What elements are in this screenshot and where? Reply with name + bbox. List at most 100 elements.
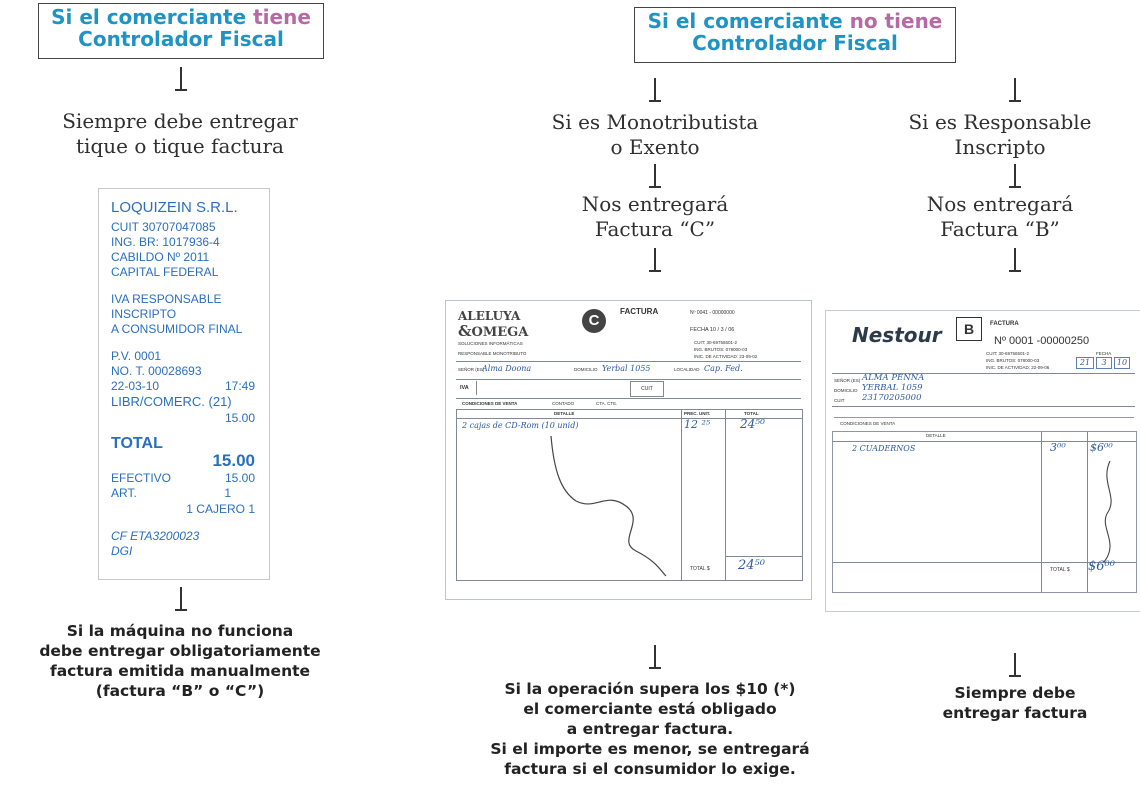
note-operacion-supera: Si la operación supera los $10 (*) el co…	[420, 679, 880, 779]
invc-loc-label: LOCALIDAD	[674, 367, 700, 372]
ticket-city: CAPITAL FEDERAL	[111, 265, 219, 279]
invc-rule-3	[456, 398, 801, 399]
connector-resp-4	[1009, 653, 1021, 677]
invc-unit: 12 ²⁵	[684, 418, 711, 431]
step-resp-l1: Si es Responsable	[908, 110, 1092, 134]
invb-cuit-label: CUIT	[834, 398, 845, 403]
invc-title: FACTURA	[620, 307, 659, 316]
invb-d1: 21	[1076, 357, 1094, 369]
ticket-cuit: CUIT 30707047085	[111, 220, 216, 234]
step-factb-n2: Factura “B”	[940, 217, 1060, 241]
ticket-amount: 15.00	[224, 411, 255, 425]
box-no-tiene-controlador: Si el comerciante no tiene Controlador F…	[634, 7, 956, 63]
connector-left-1	[175, 67, 187, 91]
invb-rule-1	[832, 373, 1135, 374]
invb-letter-badge: B	[956, 317, 982, 341]
note-maquina-l2: debe entregar obligatoriamente	[39, 642, 321, 660]
connector-resp-2	[1009, 164, 1021, 188]
ticket-art-label: ART.	[111, 486, 137, 500]
invb-inicio: INIC. DE ACTIVIDAD: 22-09-06	[986, 365, 1050, 370]
ticket-not: NO. T. 00028693	[111, 364, 202, 378]
step-monotributista: Si es Monotributista o Exento	[505, 110, 805, 160]
invb-cuit-value: 23170205000	[862, 393, 922, 403]
step-siempre-tique: Siempre debe entregar tique o tique fact…	[30, 109, 330, 159]
box-tiene-line2: Controlador Fiscal	[78, 27, 284, 51]
step-factb-n1: Nos entregará	[926, 192, 1074, 216]
ticket-iva3: A CONSUMIDOR FINAL	[111, 322, 243, 336]
invc-number: Nº 0041 - 00000000	[690, 310, 735, 316]
invb-title: FACTURA	[990, 321, 1019, 327]
note-c-l2: el comerciante está obligado	[523, 700, 777, 718]
step-factc-n1: Nos entregará	[581, 192, 729, 216]
ticket-art-value: 1	[224, 486, 231, 500]
invc-rule-2	[456, 379, 801, 380]
ticket-time: 17:49	[224, 379, 255, 393]
note-c-l5: factura si el consumidor lo exige.	[504, 760, 796, 778]
invb-cuit: CUIT: 30-69756501-2	[986, 351, 1030, 356]
connector-resp-3	[1009, 248, 1021, 272]
invb-senor-label: SEÑOR (ES)	[834, 378, 861, 383]
invc-loc-value: Cap. Fed.	[704, 364, 743, 373]
invb-item: 2 CUADERNOS	[852, 444, 916, 453]
invc-brand1: ALELUYA	[458, 309, 521, 323]
invb-checkbox-row	[834, 409, 1134, 418]
ticket-iva1: IVA RESPONSABLE	[111, 292, 222, 306]
invc-company: SOLUCIONES INFORMÁTICAS	[458, 341, 523, 346]
invc-resp: RESPONSABLE MONOTRIBUTO	[458, 351, 527, 356]
invc-fecha: FECHA 10 / 3 / 06	[690, 327, 735, 333]
note-b-l1: Siempre debe	[954, 684, 1076, 702]
invc-iva: IVA	[460, 385, 469, 391]
invb-cancel-squiggle	[1103, 460, 1112, 563]
ticket-libr: LIBR/COMERC. (21)	[111, 394, 232, 409]
note-maquina-l1: Si la máquina no funciona	[66, 622, 294, 640]
note-maquina-l4: (factura “B” o “C”)	[95, 682, 265, 700]
invc-cuit-box-text: CUIT	[641, 386, 653, 392]
connector-mono-2	[649, 164, 661, 188]
invb-detalle: DETALLE	[926, 433, 946, 438]
invc-brand2: &OMEGA	[458, 322, 529, 340]
step-responsable: Si es Responsable Inscripto	[865, 110, 1135, 160]
invc-condiciones: CONDICIONES DE VENTA	[462, 401, 518, 406]
invc-total-value: 24⁵⁰	[738, 558, 765, 573]
ticket-cajero: 1 CAJERO 1	[186, 502, 255, 516]
invc-cancel-squiggle	[550, 435, 667, 577]
invb-brand: Nestour	[852, 323, 942, 347]
invb-items-table	[832, 431, 1137, 593]
invc-cta: CTA. CTE.	[596, 401, 618, 406]
box-notiene-pre: Si el comerciante	[647, 9, 850, 33]
ticket-dgi: DGI	[111, 544, 133, 558]
invc-rule-1	[456, 361, 801, 362]
invc-contado: CONTADO	[552, 401, 575, 406]
fiscal-ticket-image: LOQUIZEIN S.R.L. CUIT 30707047085 ING. B…	[98, 188, 270, 580]
step-factura-c: Nos entregará Factura “C”	[505, 192, 805, 242]
step-factura-b: Nos entregará Factura “B”	[865, 192, 1135, 242]
invc-inicio: INIC. DE ACTIVIDAD: 23-09-02	[694, 354, 758, 359]
invc-total-label: TOTAL $	[690, 566, 710, 572]
note-b-l2: entregar factura	[942, 704, 1088, 722]
note-maquina: Si la máquina no funciona debe entregar …	[20, 621, 340, 701]
invb-letter: B	[963, 321, 975, 337]
box-notiene-highlight: no tiene	[849, 9, 943, 33]
step-resp-l2: Inscripto	[954, 135, 1046, 159]
invc-ing: ING. BRUTOS: 078000-03	[694, 347, 748, 352]
invc-items-table	[456, 409, 803, 581]
invc-detalle: DETALLE	[554, 411, 575, 416]
connector-mono-4	[649, 645, 661, 669]
connector-left-2	[175, 587, 187, 611]
invc-precio: PREC. UNIT.	[684, 411, 711, 416]
invb-senor-value: ALMA PENNA	[862, 373, 925, 383]
invb-fecha: FECHA	[1096, 351, 1112, 356]
invc-item: 2 cajas de CD-Rom (10 unid)	[462, 421, 579, 430]
invb-unit: 3⁰⁰	[1050, 441, 1066, 454]
invb-total-value: $6⁰⁰	[1088, 559, 1115, 574]
box-tiene-controlador: Si el comerciante tiene Controlador Fisc…	[38, 3, 324, 59]
invb-d2: 3	[1096, 357, 1112, 369]
box-notiene-line2: Controlador Fiscal	[692, 31, 898, 55]
invc-cuit: CUIT: 30-69756501-2	[694, 340, 738, 345]
note-c-l1: Si la operación supera los $10 (*)	[504, 680, 796, 698]
invb-d3: 10	[1114, 357, 1130, 369]
note-maquina-l3: factura emitida manualmente	[49, 662, 311, 680]
note-c-l4: Si el importe es menor, se entregará	[490, 740, 810, 758]
ticket-cabildo: CABILDO Nº 2011	[111, 250, 210, 264]
factura-c-image: ALELUYA &OMEGA C FACTURA Nº 0041 - 00000…	[445, 300, 812, 600]
